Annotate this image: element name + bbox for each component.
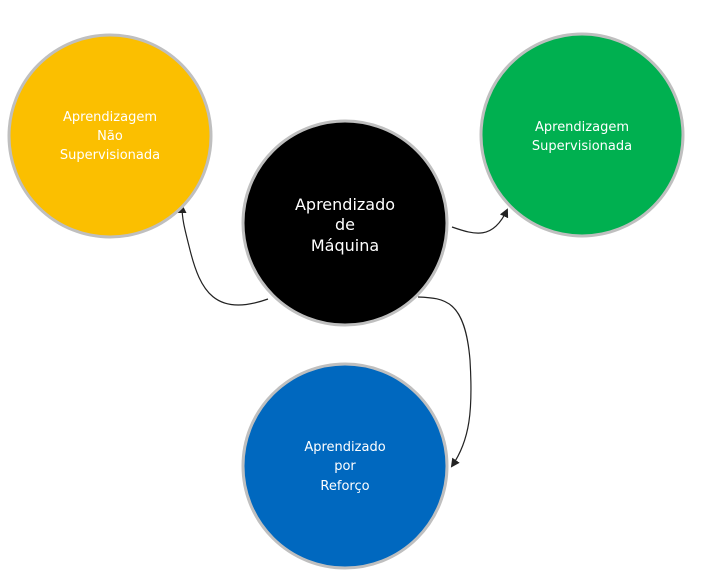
node-supervised-circle <box>479 32 685 238</box>
node-supervised-line1: Aprendizagem <box>535 120 629 135</box>
edge-center-to-reinforcement <box>417 296 472 468</box>
node-unsupervised-line2: Não <box>97 129 123 144</box>
node-supervised-line2: Supervisionada <box>532 139 632 154</box>
node-unsupervised-circle <box>7 33 213 239</box>
node-center-circle <box>241 119 449 327</box>
node-supervised: Aprendizagem Supervisionada <box>479 32 685 238</box>
node-reinforcement-line2: por <box>334 459 356 474</box>
node-center-line3: Máquina <box>311 236 379 255</box>
node-reinforcement-circle <box>241 362 449 570</box>
node-unsupervised: Aprendizagem Não Supervisionada <box>7 33 213 239</box>
node-center: Aprendizado de Máquina <box>241 119 449 327</box>
edge-center-to-unsupervised <box>177 204 269 306</box>
node-reinforcement: Aprendizado por Reforço <box>241 362 449 570</box>
node-reinforcement-line1: Aprendizado <box>304 440 385 455</box>
node-center-line1: Aprendizado <box>295 195 395 214</box>
node-unsupervised-line1: Aprendizagem <box>63 110 157 125</box>
node-reinforcement-line3: Reforço <box>320 479 369 494</box>
edge-center-to-supervised <box>451 208 509 234</box>
node-center-line2: de <box>335 215 355 234</box>
node-unsupervised-line3: Supervisionada <box>60 148 160 163</box>
